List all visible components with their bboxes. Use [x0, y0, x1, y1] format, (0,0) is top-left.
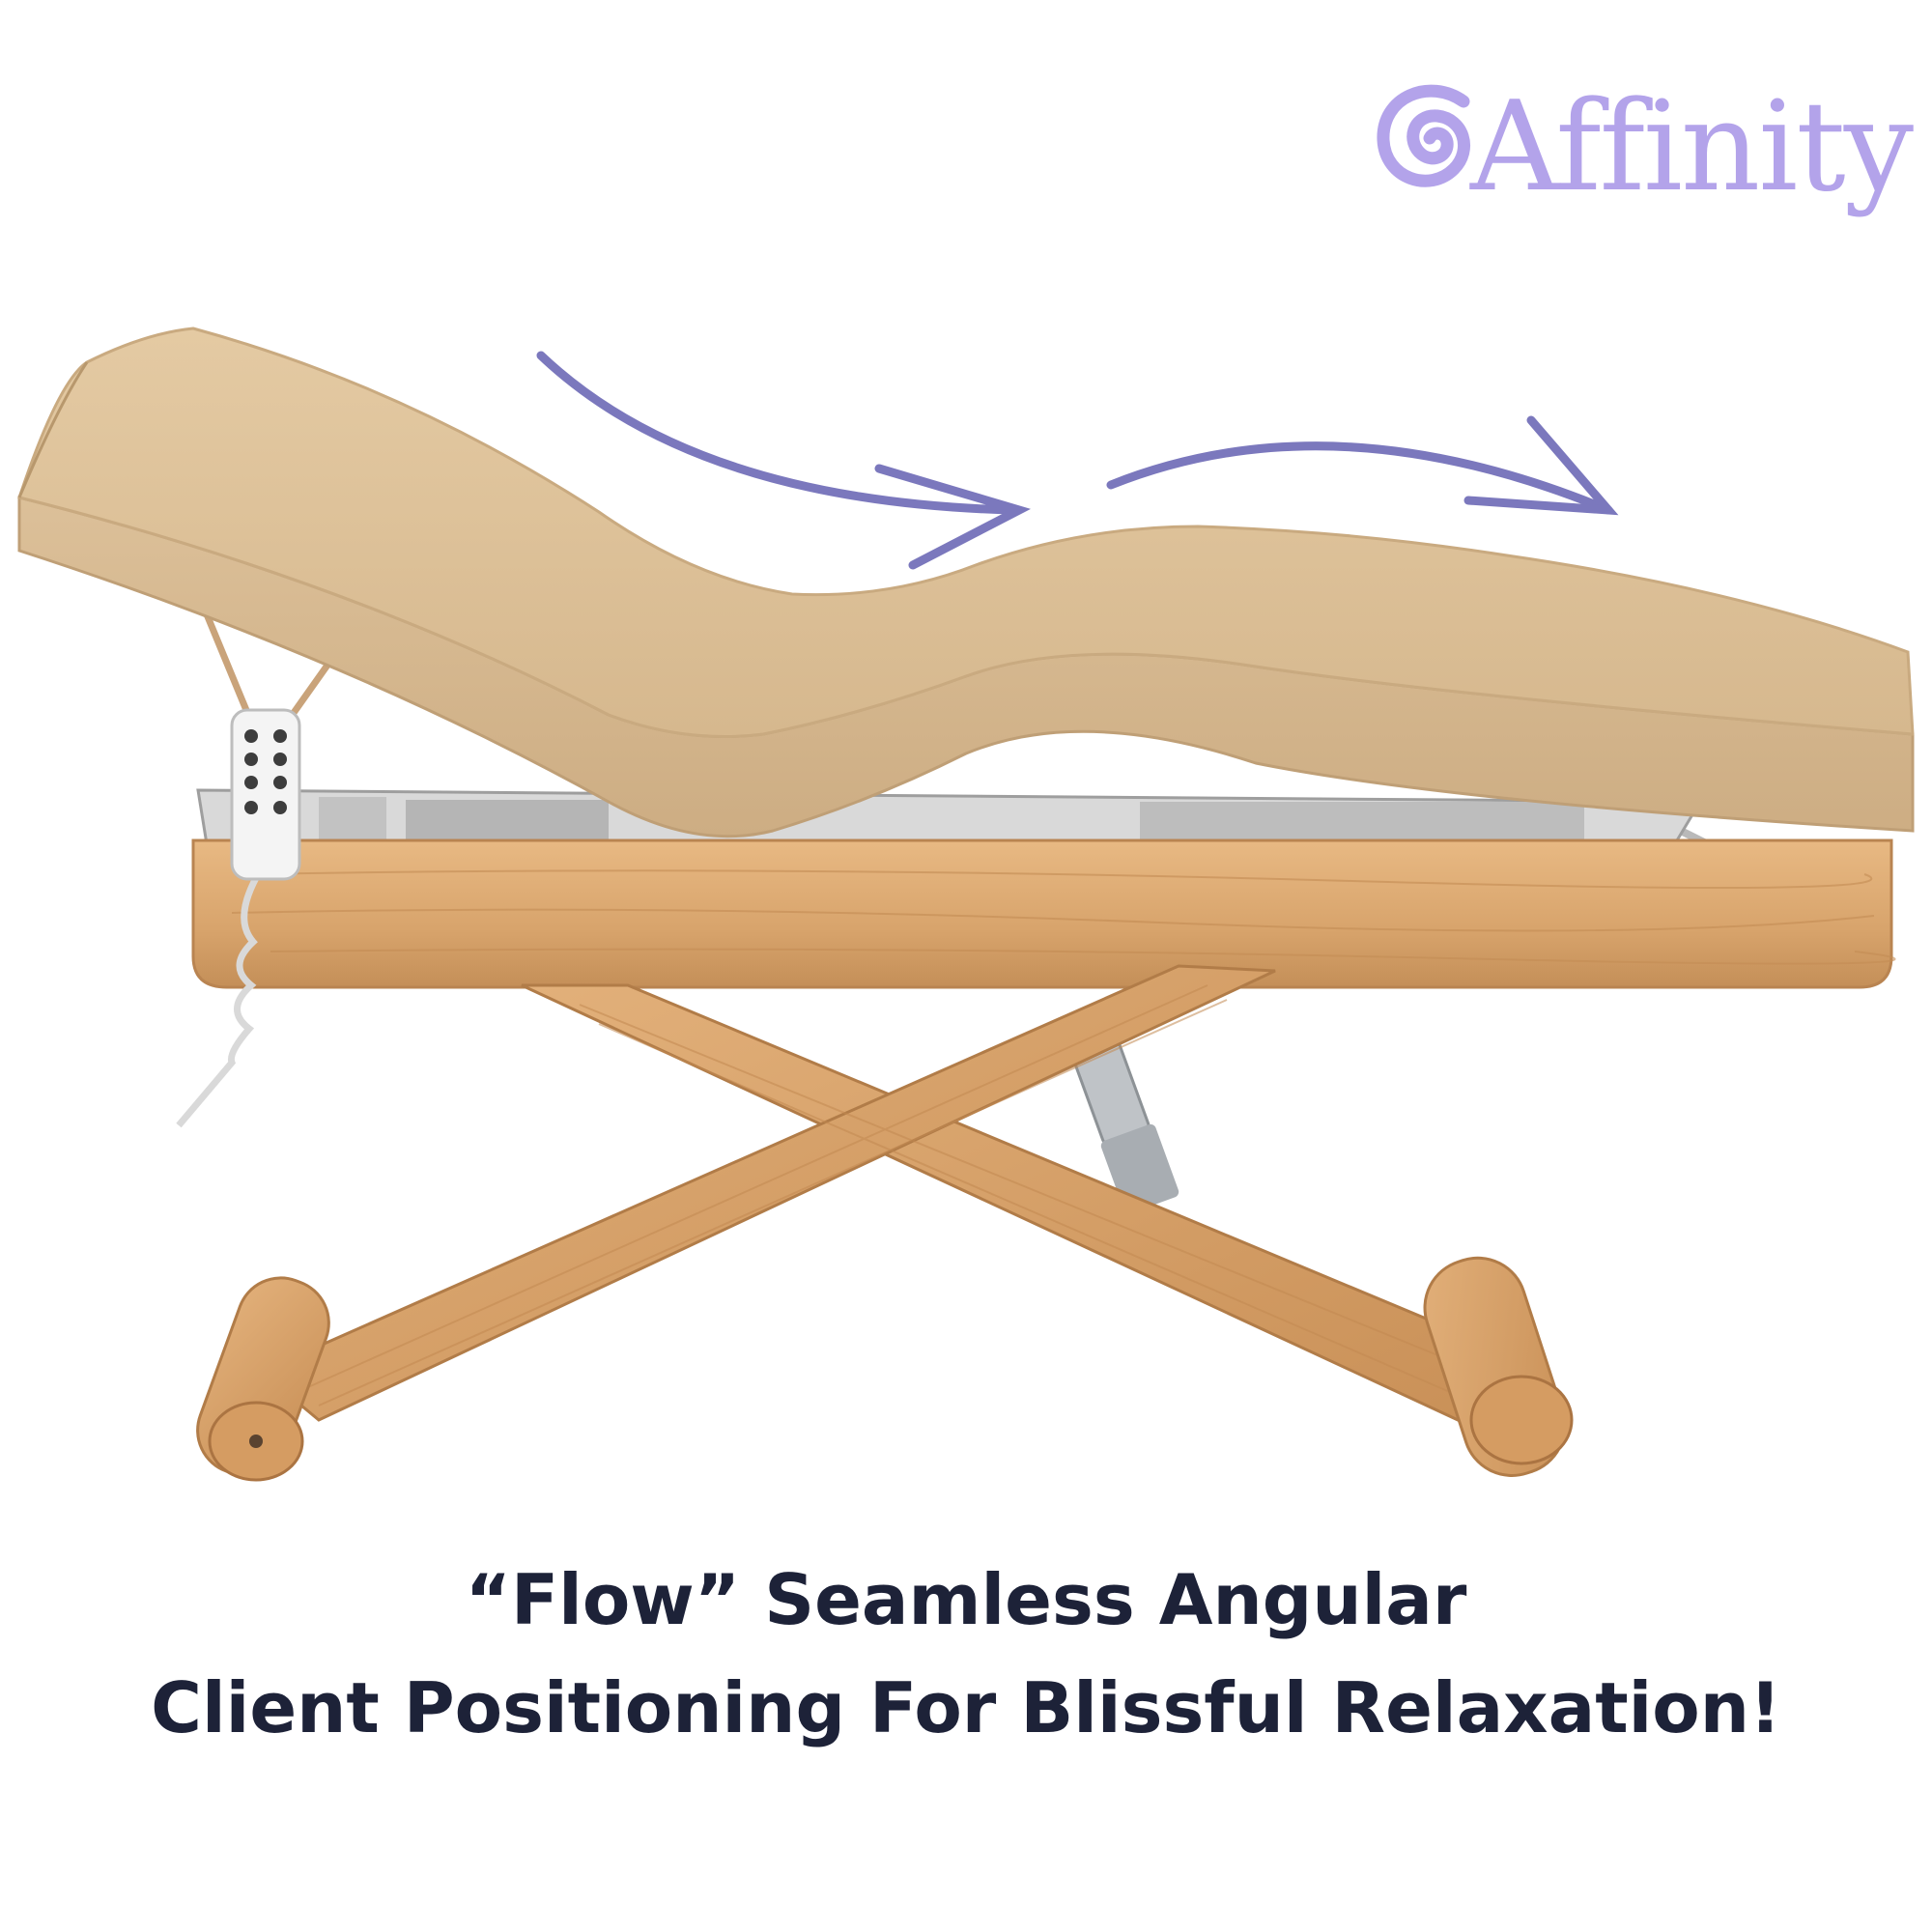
flow-arrow-1	[536, 351, 1031, 570]
massage-table-illustration	[17, 327, 1915, 1482]
brand-logo: Affinity	[1372, 39, 1914, 251]
foot-cylinder-left	[196, 1276, 330, 1482]
caption-line-2: Client Positioning For Blissful Relaxati…	[151, 1667, 1781, 1748]
brand-name: Affinity	[1470, 75, 1914, 219]
remote-control	[176, 708, 301, 1128]
leg-right-to-left	[258, 964, 1276, 1422]
table-cushion	[17, 327, 1915, 838]
caption: “Flow” Seamless Angular Client Positioni…	[0, 1546, 1932, 1762]
swirl-icon	[1377, 84, 1470, 187]
flow-arrow-2	[1106, 415, 1619, 516]
caption-line-1: “Flow” Seamless Angular	[465, 1559, 1467, 1640]
wood-frame	[191, 838, 1893, 989]
foot-cylinder-right	[1423, 1256, 1574, 1477]
